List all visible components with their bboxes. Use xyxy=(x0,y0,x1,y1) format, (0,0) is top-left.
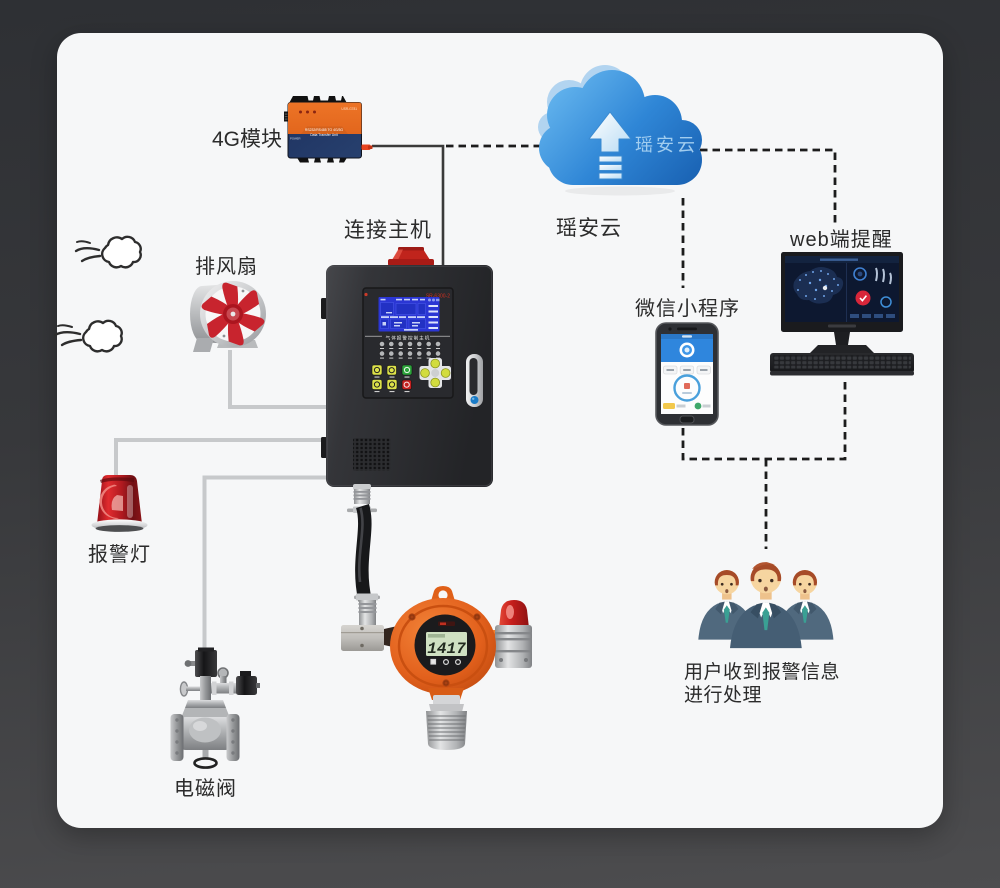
svg-text:Data Transfer Unit: Data Transfer Unit xyxy=(310,133,338,137)
svg-text:1417: 1417 xyxy=(427,640,466,658)
svg-text:RS232/RS485 TO 4G/3G: RS232/RS485 TO 4G/3G xyxy=(305,128,343,132)
svg-text:SR-6300-2: SR-6300-2 xyxy=(426,294,450,300)
svg-text:气体报警控制主机: 气体报警控制主机 xyxy=(386,335,431,342)
svg-text:POWER: POWER xyxy=(290,137,301,141)
svg-text:瑶安云: 瑶安云 xyxy=(635,135,698,155)
svg-text:USR-G781: USR-G781 xyxy=(341,107,357,111)
